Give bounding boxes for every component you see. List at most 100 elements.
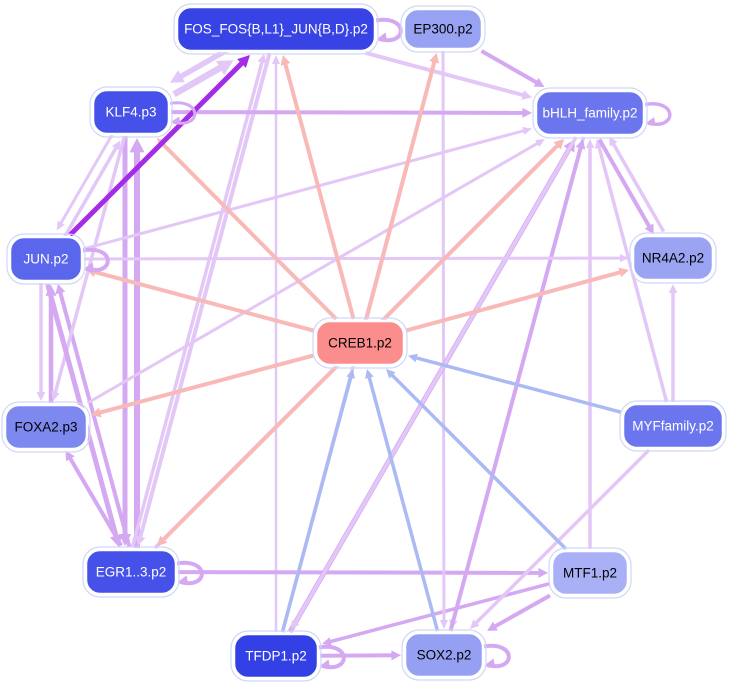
node-KLF4-outline: [89, 86, 173, 138]
edge-KLF4-FOS: [172, 62, 226, 98]
node-JUN-box: [8, 235, 84, 283]
node-KLF4[interactable]: KLF4.p3: [89, 86, 173, 138]
node-EGR1[interactable]: EGR1..3.p2: [82, 546, 180, 598]
edge-bHLH-self-arrowhead: [646, 117, 656, 126]
node-FOS-outline: [173, 3, 379, 55]
edge-EP300-bHLH-arrowhead: [533, 77, 545, 87]
node-EGR1-label: EGR1..3.p2: [96, 565, 167, 580]
edge-NR4A2-bHLH-arrowhead: [609, 136, 618, 147]
edge-SOX2-bHLH-arrowhead: [575, 139, 586, 150]
edge-EGR1-FOS-arrowhead: [257, 53, 267, 64]
node-CREB1[interactable]: CREB1.p2: [312, 317, 408, 369]
edge-FOS-bHLH-arrowhead: [521, 90, 532, 100]
edge-bHLH-NR4A2-arrowhead: [644, 223, 654, 235]
node-FOS[interactable]: FOS_FOS{B,L1}_JUN{B,D}.p2: [173, 3, 379, 55]
edge-MTF1-CREB1-arrowhead: [386, 369, 396, 379]
edge-FOS-EGR1: [137, 52, 272, 541]
node-TFDP1[interactable]: TFDP1.p2: [230, 630, 322, 682]
edge-MYF-NR4A2-arrowhead: [668, 284, 678, 293]
edge-FOS-EGR1-arrowhead: [135, 535, 146, 546]
edge-JUN-self-loop: [79, 247, 110, 273]
edge-FOS-self-arrowhead: [377, 32, 388, 43]
node-FOXA2-box: [3, 403, 89, 451]
edge-KLF4-self-arrowhead: [171, 116, 181, 125]
node-bHLH-box: [534, 89, 646, 137]
node-CREB1-box: [314, 319, 406, 367]
edge-MTF1-SOX2: [491, 593, 551, 630]
edge-MYF-CREB1: [413, 355, 622, 414]
node-NR4A2-label: NR4A2.p2: [642, 251, 704, 266]
edge-NR4A2-bHLH: [610, 141, 666, 233]
edge-EGR1-KLF4-arrowhead: [129, 138, 145, 153]
edge-KLF4-FOXA2-arrowhead: [51, 391, 60, 401]
edge-EGR1-JUN-arrowhead: [55, 283, 66, 295]
node-FOS-box: [175, 5, 377, 53]
edge-SOX2-self-arrowhead: [485, 658, 496, 669]
node-KLF4-box: [91, 88, 171, 136]
edge-bHLH-self-loop: [641, 102, 672, 126]
edge-bHLH-TFDP1: [292, 136, 578, 626]
node-FOXA2[interactable]: FOXA2.p3: [1, 401, 91, 453]
edge-EGR1-self-arrowhead: [178, 575, 189, 586]
edge-CREB1-EP300: [364, 58, 437, 320]
edge-bHLH-TFDP1-arrowhead: [291, 620, 300, 630]
node-EP300-label: EP300.p2: [413, 22, 472, 37]
edge-CREB1-NR4A2: [405, 269, 624, 333]
edge-JUN-KLF4: [62, 145, 119, 239]
node-EP300[interactable]: EP300.p2: [400, 5, 486, 53]
edge-MTF1-CREB1: [389, 372, 568, 551]
edge-EP300-bHLH: [480, 49, 540, 86]
node-NR4A2-outline: [629, 232, 717, 284]
node-MTF1-label: MTF1.p2: [563, 566, 617, 581]
node-NR4A2-box: [631, 234, 715, 282]
edge-FOS-self-loop: [372, 17, 403, 43]
edge-MYF-SOX2-arrowhead: [470, 619, 480, 629]
edge-KLF4-bHLH: [170, 110, 526, 115]
edge-EP300-SOX2: [441, 50, 446, 623]
edge-CREB1-bHLH: [382, 142, 561, 321]
node-MYF-outline: [619, 400, 727, 452]
edge-TFDP1-self-loop: [315, 644, 346, 670]
node-bHLH-outline: [532, 87, 648, 139]
node-bHLH[interactable]: bHLH_family.p2: [532, 87, 648, 139]
node-MTF1-box: [550, 549, 630, 597]
node-NR4A2[interactable]: NR4A2.p2: [629, 232, 717, 284]
node-SOX2[interactable]: SOX2.p2: [401, 629, 487, 681]
edge-MTF1-TFDP1-arrowhead: [322, 637, 332, 646]
edge-TFDP1-self-arrowhead: [320, 659, 331, 670]
edge-EP300-SOX2-arrowhead: [439, 619, 448, 629]
edge-JUN-FOS-arrowhead: [237, 55, 250, 68]
edge-CREB1-FOXA2-arrowhead: [91, 407, 102, 418]
edge-FOXA2-bHLH: [86, 140, 541, 405]
edge-FOS-bHLH: [365, 51, 527, 98]
edge-CREB1-EGR1: [160, 365, 338, 543]
node-TFDP1-box: [232, 632, 320, 680]
node-MTF1[interactable]: MTF1.p2: [548, 547, 632, 599]
edge-JUN-bHLH: [83, 128, 527, 251]
edge-FOS-KLF4-arrowhead: [170, 70, 185, 83]
node-JUN-outline: [6, 233, 86, 285]
node-FOXA2-outline: [1, 401, 91, 453]
edge-EGR1-FOS: [130, 59, 265, 548]
edge-CREB1-FOS-arrowhead: [280, 55, 291, 66]
edge-TFDP1-CREB1-arrowhead: [346, 369, 355, 379]
node-EP300-outline: [400, 5, 486, 53]
edge-EGR1-MTF1-arrowhead: [538, 567, 548, 578]
node-JUN[interactable]: JUN.p2: [6, 233, 86, 285]
edge-MYF-SOX2: [473, 448, 651, 626]
edge-JUN-NR4A2: [83, 256, 623, 261]
edge-FOS-KLF4: [176, 45, 233, 81]
edge-CREB1-KLF4: [160, 141, 338, 321]
edge-MTF1-bHLH-arrowhead: [585, 139, 595, 148]
edge-MTF1-SOX2-arrowhead: [487, 621, 498, 631]
node-MTF1-outline: [548, 547, 632, 599]
node-MYF[interactable]: MYFfamily.p2: [619, 400, 727, 452]
node-MYF-box: [621, 402, 725, 450]
edge-MYF-bHLH: [596, 144, 669, 403]
node-MYF-label: MYFfamily.p2: [632, 419, 714, 434]
edge-FOXA2-bHLH-arrowhead: [535, 139, 545, 147]
edge-TFDP1-CREB1: [280, 374, 354, 633]
node-CREB1-outline: [312, 317, 408, 369]
edge-EGR1-self-loop: [173, 560, 204, 586]
